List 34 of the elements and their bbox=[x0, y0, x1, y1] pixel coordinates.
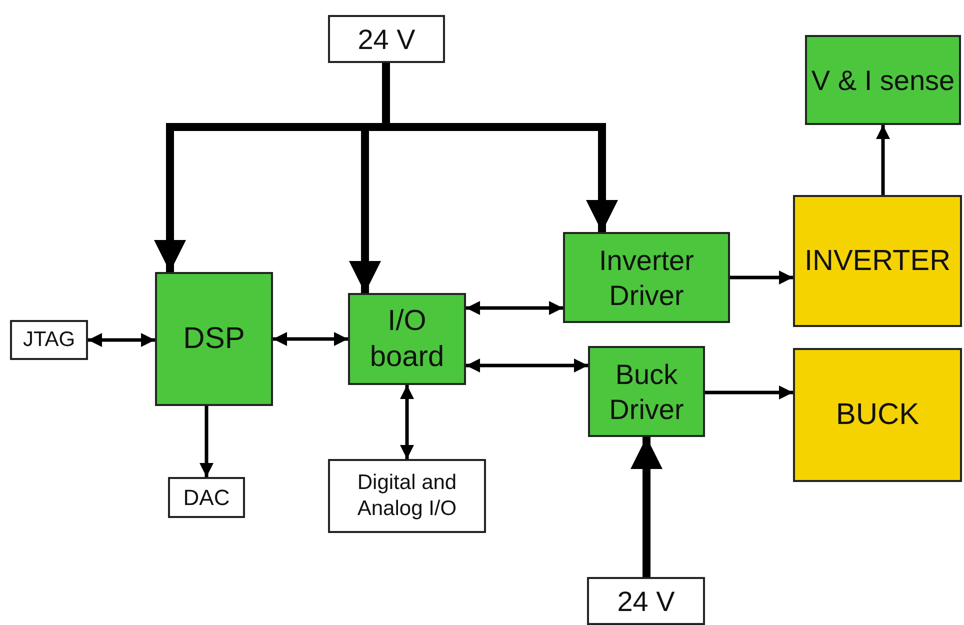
arrow bbox=[876, 125, 890, 195]
block-box bbox=[805, 35, 961, 125]
block-label: 24 V bbox=[356, 22, 416, 56]
block-label: V & I sense bbox=[810, 64, 956, 98]
block-label: I/O board bbox=[368, 304, 446, 375]
block-box bbox=[168, 477, 245, 518]
block-box bbox=[587, 577, 705, 625]
block-label: 24 V bbox=[616, 584, 676, 618]
block-box bbox=[348, 293, 466, 385]
block-label: BUCK bbox=[834, 397, 920, 434]
arrow bbox=[466, 358, 588, 372]
arrow bbox=[730, 270, 793, 284]
block-box bbox=[793, 348, 962, 482]
arrow bbox=[200, 406, 214, 477]
block-label: JTAG bbox=[22, 326, 76, 353]
block-box bbox=[155, 272, 273, 406]
block-box bbox=[328, 459, 486, 533]
block-label: INVERTER bbox=[803, 244, 952, 279]
block-label: Buck Driver bbox=[608, 358, 685, 426]
block-label: DSP bbox=[182, 321, 246, 358]
block-label: Digital and Analog I/O bbox=[356, 470, 458, 522]
block-box bbox=[563, 232, 730, 323]
arrow bbox=[88, 333, 155, 347]
arrow bbox=[630, 437, 662, 577]
block-label: Inverter Driver bbox=[598, 244, 695, 312]
arrow bbox=[273, 332, 348, 346]
arrow bbox=[466, 301, 563, 315]
block-label: DAC bbox=[182, 484, 231, 512]
block-box bbox=[10, 320, 88, 360]
arrow bbox=[400, 385, 414, 459]
block-box bbox=[328, 15, 445, 63]
block-box bbox=[793, 195, 962, 327]
arrow bbox=[705, 386, 793, 400]
block-box bbox=[588, 346, 705, 437]
